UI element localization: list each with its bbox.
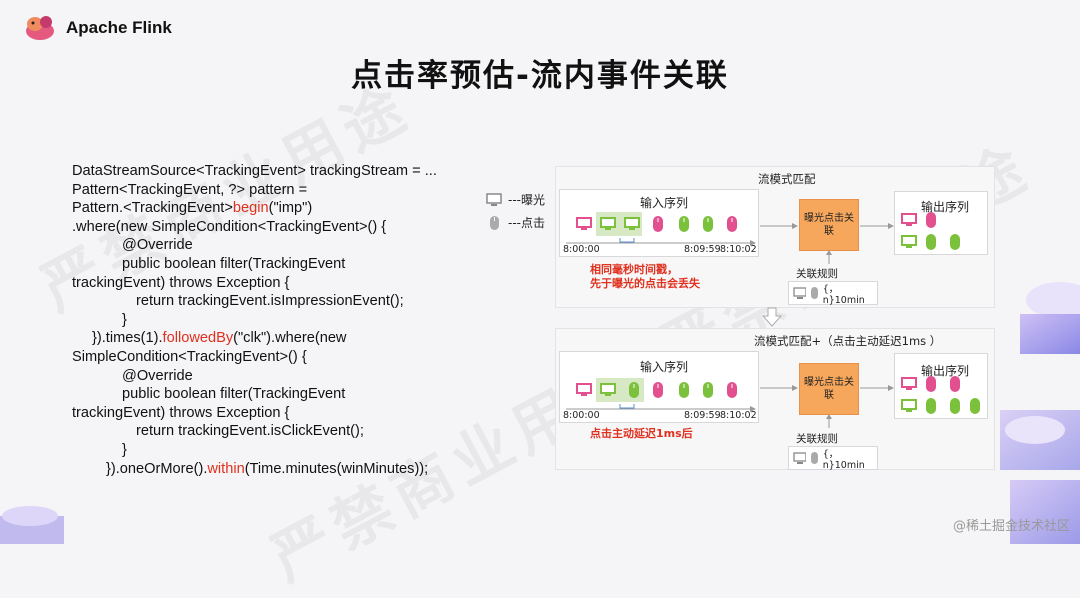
input-label: 输入序列: [640, 196, 689, 210]
output-sequence-box: 输出序列: [894, 191, 988, 255]
code-line: DataStreamSource<TrackingEvent> tracking…: [72, 163, 437, 179]
legend-click: ---点击: [486, 214, 545, 231]
code-line: Pattern.<TrackingEvent>begin("imp"): [72, 200, 313, 217]
rule-text: {，n}10min: [822, 283, 865, 306]
time-mid: 8:09:59: [684, 410, 721, 421]
time-start: 8:00:00: [563, 410, 600, 421]
code-line: trackingEvent) throws Exception {: [72, 274, 290, 291]
click-event: [702, 215, 714, 237]
click-event: [726, 381, 738, 403]
code-line: }).oneOrMore().within(Time.minutes(winMi…: [106, 460, 429, 477]
decorative-cloud-graphic: [0, 506, 64, 544]
click-event: [925, 375, 937, 397]
impression-event: [901, 376, 917, 396]
page-title: 点击率预估-流内事件关联: [351, 58, 729, 94]
operator-box: 曝光点击关联: [799, 199, 859, 251]
click-event: [925, 211, 937, 233]
rule-label: 关联规则: [796, 433, 838, 445]
time-start: 8:00:00: [563, 244, 600, 255]
panel-title: 流模式匹配+（点击主动延迟1ms ）: [754, 334, 942, 348]
code-line: return trackingEvent.isClickEvent();: [136, 423, 364, 440]
panel-stream-match: 流模式匹配 输入序列 8:00:00 8:09:59 8:10:02 曝光点击关…: [555, 166, 995, 308]
code-line: trackingEvent) throws Exception {: [72, 404, 290, 421]
brand-logo: Apache Flink: [24, 14, 172, 42]
impression-event: [901, 398, 917, 418]
input-sequence-box: 输入序列 8:00:00 8:09:59 8:10:02: [559, 189, 759, 257]
click-event: [652, 215, 664, 237]
code-line: Pattern<TrackingEvent, ?> pattern =: [72, 181, 308, 198]
click-event: [949, 397, 961, 419]
input-label: 输入序列: [640, 360, 689, 374]
time-end: 8:10:02: [720, 410, 757, 421]
impression-event: [576, 382, 592, 402]
impression-event: [600, 216, 616, 236]
mouse-icon: [490, 215, 499, 230]
time-mid: 8:09:59: [684, 244, 721, 255]
click-event: [949, 375, 961, 397]
code-line: public boolean filter(TrackingEvent: [122, 386, 346, 403]
code-line: public boolean filter(TrackingEvent: [122, 255, 346, 272]
legend-impression-label: ---曝光: [508, 193, 545, 207]
flow-arrow-up: [826, 414, 832, 428]
output-label: 输出序列: [921, 200, 970, 214]
flow-arrow: [760, 385, 798, 391]
legend-impression: ---曝光: [486, 191, 545, 208]
click-event: [726, 215, 738, 237]
timeline-arrow: [566, 404, 756, 412]
footer-watermark: @稀土掘金技术社区: [952, 519, 1070, 534]
click-event: [678, 381, 690, 403]
click-event: [628, 381, 640, 403]
time-end: 8:10:02: [720, 244, 757, 255]
code-line: }).times(1).followedBy("clk").where(new: [92, 330, 347, 347]
click-event: [949, 233, 961, 255]
brand-name: Apache Flink: [66, 18, 172, 37]
click-event: [678, 215, 690, 237]
flow-arrow: [860, 223, 894, 229]
code-line: .where(new SimpleCondition<TrackingEvent…: [72, 218, 387, 235]
squirrel-icon: [26, 16, 54, 40]
code-line: }: [122, 441, 127, 458]
click-event: [652, 381, 664, 403]
impression-event: [901, 212, 917, 232]
output-label: 输出序列: [921, 364, 970, 378]
impression-event: [901, 234, 917, 254]
code-line: @Override: [122, 237, 193, 254]
down-arrow: [762, 307, 782, 327]
code-line: SimpleCondition<TrackingEvent>() {: [72, 348, 307, 365]
output-sequence-box: 输出序列: [894, 353, 988, 419]
click-event: [969, 397, 981, 419]
code-line: }: [122, 311, 127, 328]
code-line: @Override: [122, 367, 193, 384]
impression-event: [600, 382, 616, 402]
flow-arrow: [860, 385, 894, 391]
code-block: DataStreamSource<TrackingEvent> tracking…: [72, 162, 502, 478]
input-sequence-box: 输入序列 8:00:00 8:09:59 8:10:02: [559, 351, 759, 423]
legend-click-label: ---点击: [508, 216, 545, 230]
panel-stream-match-delay: 流模式匹配+（点击主动延迟1ms ） 输入序列 8:00:00 8:09:59 …: [555, 328, 995, 471]
click-event: [925, 397, 937, 419]
operator-box: 曝光点击关联: [799, 363, 859, 415]
code-line: return trackingEvent.isImpressionEvent()…: [136, 293, 404, 310]
monitor-icon: [793, 451, 807, 464]
warning-note: 相同毫秒时间戳， 先于曝光的点击会丢失: [590, 263, 700, 290]
click-event: [702, 381, 714, 403]
panel-title: 流模式匹配: [758, 172, 816, 186]
rule-box: {，n}10min: [788, 446, 878, 471]
click-event: [925, 233, 937, 255]
mouse-icon: [811, 287, 819, 299]
monitor-icon: [793, 286, 807, 299]
decorative-cloud-graphic: [1000, 282, 1080, 544]
rule-label: 关联规则: [796, 268, 838, 280]
impression-event: [576, 216, 592, 236]
delay-note: 点击主动延迟1ms后: [590, 427, 693, 440]
flow-arrow-up: [826, 250, 832, 264]
mouse-icon: [811, 452, 819, 464]
timeline-arrow: [566, 238, 756, 246]
monitor-icon: [486, 192, 502, 206]
rule-text: {，n}10min: [822, 448, 865, 471]
flow-arrow: [760, 223, 798, 229]
impression-event: [624, 216, 640, 236]
rule-box: {，n}10min: [788, 281, 878, 306]
